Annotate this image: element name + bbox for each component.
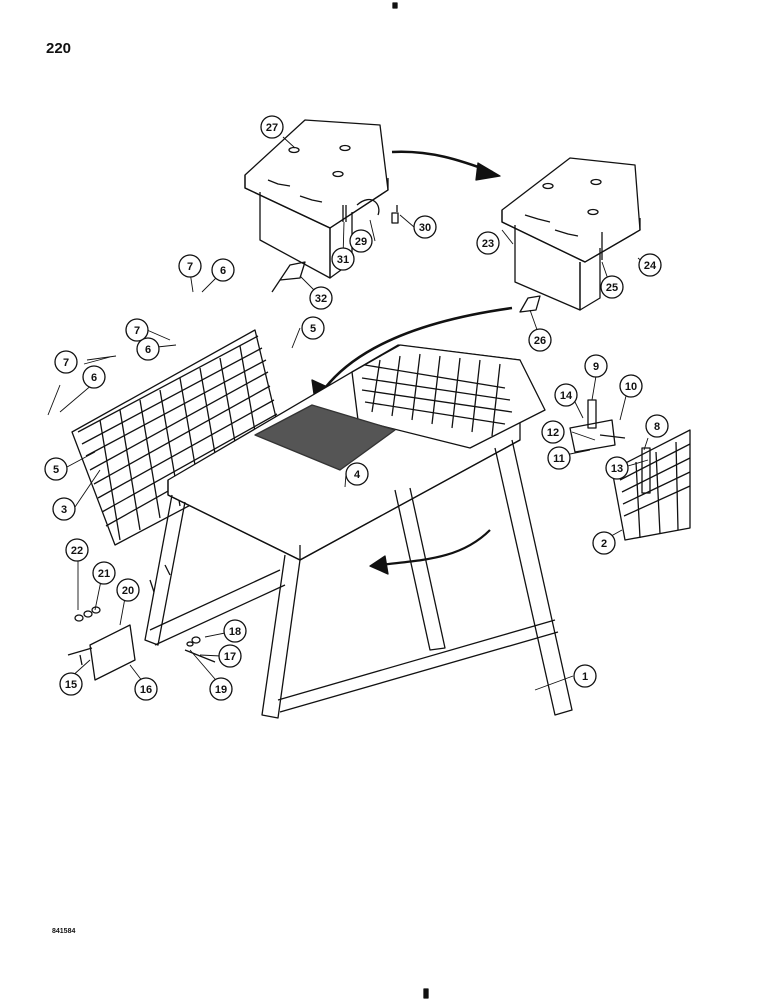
left-mount-bracket xyxy=(67,606,216,681)
callout-circles xyxy=(44,115,669,701)
callout-30: 30 xyxy=(419,222,431,234)
callout-1: 1 xyxy=(582,671,588,683)
callout-7b: 7 xyxy=(134,325,140,337)
callout-7c: 7 xyxy=(63,357,69,369)
callout-23: 23 xyxy=(482,238,494,250)
callout-31: 31 xyxy=(337,254,349,266)
callout-17: 17 xyxy=(224,651,236,663)
callout-6b: 6 xyxy=(145,344,151,356)
right-guard-panel xyxy=(611,429,691,541)
bottom-mark xyxy=(423,988,429,999)
callout-18: 18 xyxy=(229,626,241,638)
callout-12: 12 xyxy=(547,427,559,439)
callout-29: 29 xyxy=(355,236,367,248)
seat-assembly-right xyxy=(501,157,641,313)
callout-21: 21 xyxy=(98,568,110,580)
callout-6a: 6 xyxy=(220,265,226,277)
callout-15: 15 xyxy=(65,679,77,691)
move-arrow-down xyxy=(320,306,513,393)
callout-20: 20 xyxy=(122,585,134,597)
move-arrow-side xyxy=(379,529,491,567)
left-guard-panel xyxy=(71,329,286,546)
callout-22: 22 xyxy=(71,545,83,557)
callout-19: 19 xyxy=(215,684,227,696)
callout-2: 2 xyxy=(601,538,607,550)
mesh-area xyxy=(254,404,396,471)
drawing-code: 841584 xyxy=(52,928,76,935)
top-mark xyxy=(392,2,398,9)
callout-5a: 5 xyxy=(310,323,316,335)
callout-26: 26 xyxy=(534,335,546,347)
callout-3: 3 xyxy=(61,504,67,516)
callout-25: 25 xyxy=(606,282,618,294)
page-number: 220 xyxy=(46,40,72,57)
seat-assembly-left xyxy=(244,119,399,293)
callout-11: 11 xyxy=(553,453,565,465)
callout-6c: 6 xyxy=(91,372,97,384)
callout-16: 16 xyxy=(140,684,152,696)
callout-9: 9 xyxy=(593,361,599,373)
callout-7a: 7 xyxy=(187,261,193,273)
callout-27: 27 xyxy=(266,122,278,134)
callout-8: 8 xyxy=(654,421,660,433)
move-arrow-top-head xyxy=(475,162,501,181)
callout-10: 10 xyxy=(625,381,637,393)
callout-13: 13 xyxy=(611,463,623,475)
callout-14: 14 xyxy=(560,390,573,402)
move-arrow-side-head xyxy=(369,555,389,575)
callout-32: 32 xyxy=(315,293,327,305)
callout-5b: 5 xyxy=(53,464,59,476)
callout-24: 24 xyxy=(644,260,657,272)
callout-4: 4 xyxy=(354,469,361,481)
